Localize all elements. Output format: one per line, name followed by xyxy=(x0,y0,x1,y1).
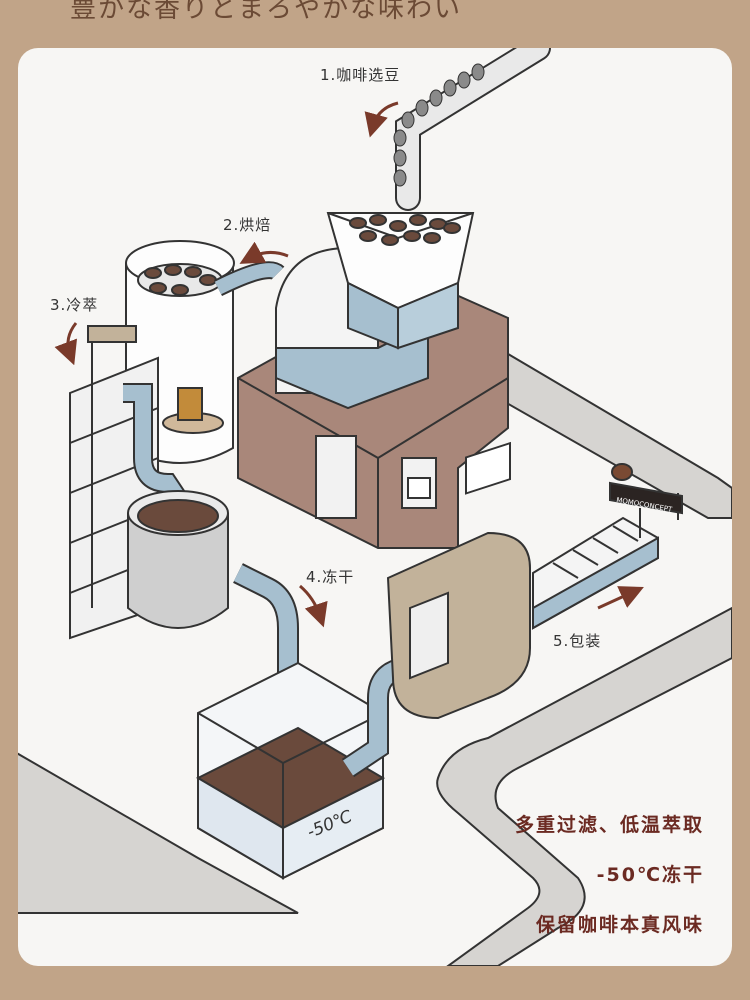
output-conveyor xyxy=(532,516,659,630)
packaging-machine xyxy=(386,441,531,720)
freeze-dryer xyxy=(195,661,386,880)
page-subtitle: 豊かな香りとまろやかな味わい xyxy=(70,0,463,24)
hopper-duct xyxy=(275,212,475,410)
step-freeze-dry: 4.冻干 xyxy=(306,568,355,586)
step-roasting: 2.烘焙 xyxy=(223,216,272,234)
tagline-flavor: 保留咖啡本真风味 xyxy=(535,914,704,936)
step-bean-selection: 1.咖啡选豆 xyxy=(320,66,401,84)
tagline-filtration: 多重过滤、低温萃取 xyxy=(514,814,704,836)
process-panel: MOMOCONCEPT -50℃ 1.咖啡选豆 2.烘焙 3.冷萃 4.冻干 5… xyxy=(18,48,732,966)
extraction-tank xyxy=(127,490,229,629)
step-packaging: 5.包装 xyxy=(553,632,602,650)
step-cold-brew: 3.冷萃 xyxy=(50,296,99,314)
step-arrows xyxy=(54,101,644,628)
bean-conveyor xyxy=(393,48,551,211)
production-line-illustration: MOMOCONCEPT -50℃ xyxy=(18,48,732,966)
tagline-freeze-dry: -50℃冻干 xyxy=(596,864,704,886)
